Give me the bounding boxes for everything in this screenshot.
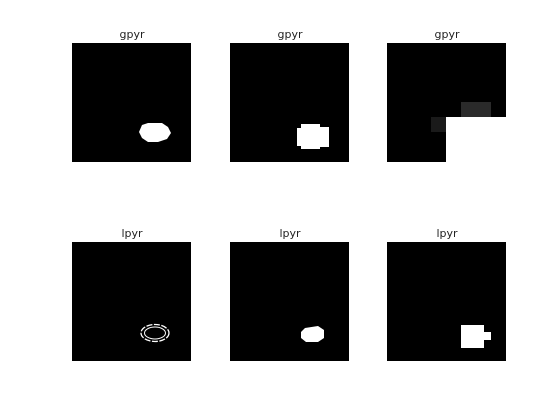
panel-title-gpyr-3: gpyr <box>434 28 460 41</box>
image-lpyr-2 <box>230 242 349 361</box>
image-axes-lpyr-1 <box>72 242 191 361</box>
image-axes-gpyr-2 <box>230 43 349 162</box>
panel-title-lpyr-3: lpyr <box>436 227 458 240</box>
image-gpyr-2 <box>230 43 349 162</box>
white-blob <box>139 123 171 142</box>
panel-title-gpyr-2: gpyr <box>277 28 303 41</box>
image-axes-gpyr-3 <box>387 43 506 162</box>
image-gpyr-1 <box>72 43 191 162</box>
white-block-nub <box>484 332 491 340</box>
white-block <box>446 117 506 162</box>
panel-title-lpyr-1: lpyr <box>121 227 143 240</box>
white-ring-outer <box>140 323 170 343</box>
white-blob <box>297 124 329 149</box>
panel-title-lpyr-2: lpyr <box>279 227 301 240</box>
white-ring-inner <box>144 326 166 340</box>
dark-gray-block <box>461 102 491 117</box>
image-lpyr-1 <box>72 242 191 361</box>
image-axes-lpyr-3 <box>387 242 506 361</box>
mid-gray-block <box>431 117 446 132</box>
image-gpyr-3 <box>387 43 506 162</box>
image-axes-gpyr-1 <box>72 43 191 162</box>
white-blob <box>301 326 324 342</box>
image-lpyr-3 <box>387 242 506 361</box>
image-axes-lpyr-2 <box>230 242 349 361</box>
panel-title-gpyr-1: gpyr <box>119 28 145 41</box>
white-block <box>461 325 484 348</box>
